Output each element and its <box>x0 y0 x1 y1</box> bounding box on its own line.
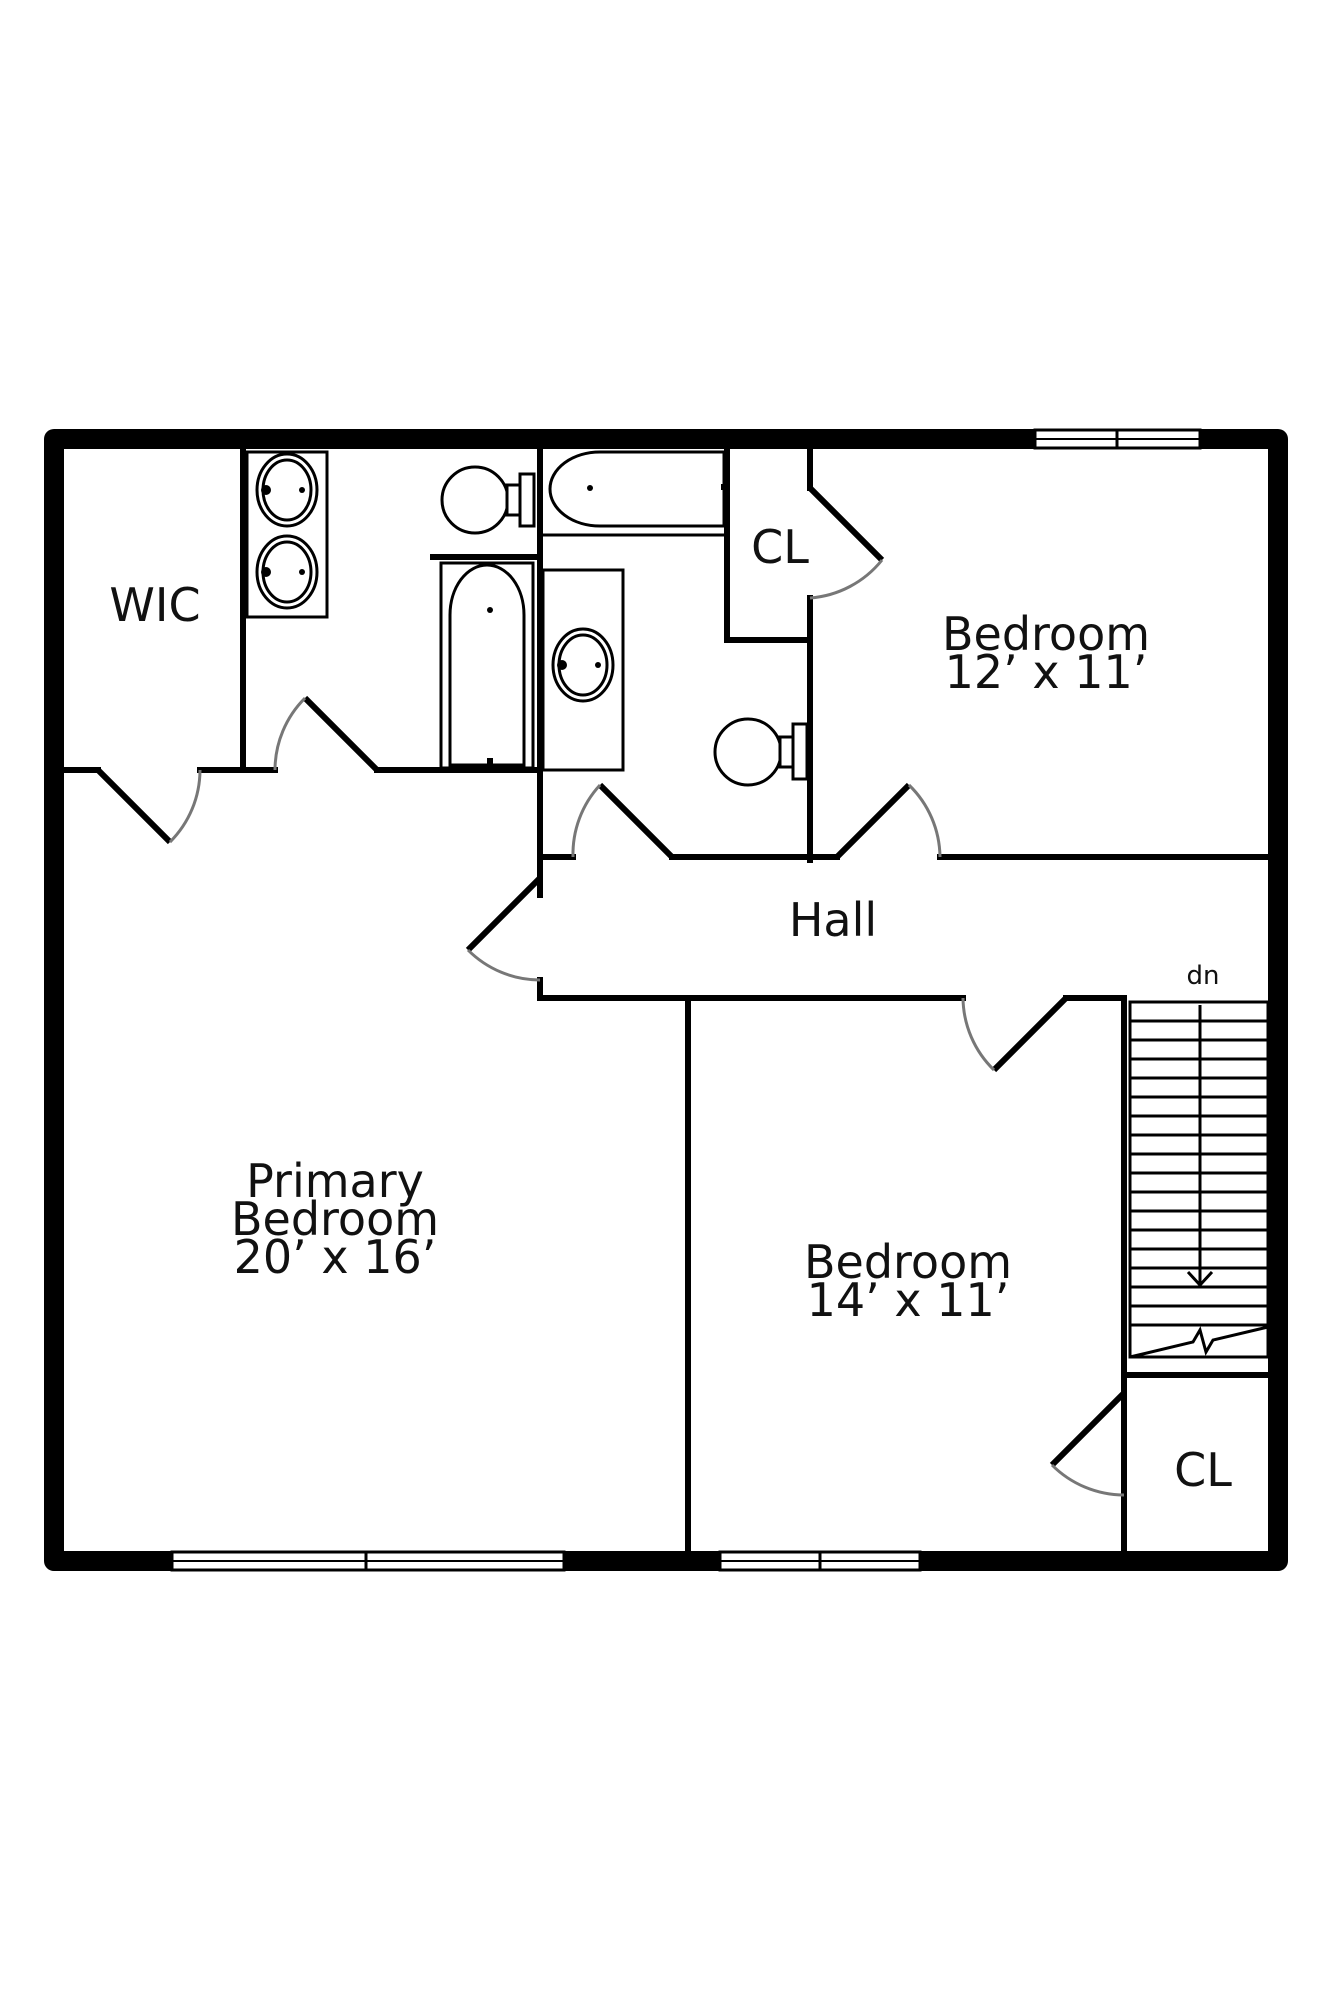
toilet-primary-bath <box>440 465 536 535</box>
toilet-hall-bath <box>713 717 809 787</box>
wic-label: WIC <box>109 578 200 632</box>
window-bottom-left <box>170 1550 566 1572</box>
interior-walls <box>61 446 1271 1554</box>
windows <box>170 428 1202 1572</box>
window-bottom-right <box>718 1550 922 1572</box>
door-primary-bath <box>273 695 380 773</box>
primary-bedroom-line2: Bedroom <box>231 1192 439 1246</box>
bedroom-b-name: Bedroom <box>804 1235 1012 1289</box>
door-primary-bedroom <box>465 875 543 982</box>
door-bedroom-a <box>834 782 942 860</box>
tub-hall-bath <box>548 450 729 528</box>
tub-primary-bath <box>439 561 535 770</box>
door-hall-bath <box>571 782 675 860</box>
door-closet-bottom <box>1049 1390 1127 1497</box>
primary-bedroom-dims: 20’ x 16’ <box>234 1230 437 1284</box>
stairs: dn <box>1128 961 1270 1359</box>
closet-bottom-label: CL <box>1174 1443 1232 1497</box>
bedroom-b-dims: 14’ x 11’ <box>807 1273 1010 1327</box>
stairs-label: dn <box>1187 961 1220 991</box>
window-top-right <box>1033 428 1202 450</box>
single-vanity <box>541 568 625 772</box>
door-closet-top <box>807 485 885 600</box>
hall-label: Hall <box>789 893 877 947</box>
doors <box>95 485 1127 1497</box>
room-labels: WIC CL Bedroom 12’ x 11’ Hall Primary Be… <box>109 520 1232 1497</box>
primary-bedroom-line1: Primary <box>246 1154 424 1208</box>
bedroom-a-name: Bedroom <box>942 607 1150 661</box>
door-wic <box>95 767 202 845</box>
exterior-walls <box>44 429 1288 1571</box>
door-bedroom-b <box>961 995 1069 1073</box>
closet-top-label: CL <box>751 520 809 574</box>
bedroom-a-dims: 12’ x 11’ <box>945 645 1148 699</box>
double-vanity <box>245 450 329 619</box>
bath-fixtures <box>245 450 809 787</box>
